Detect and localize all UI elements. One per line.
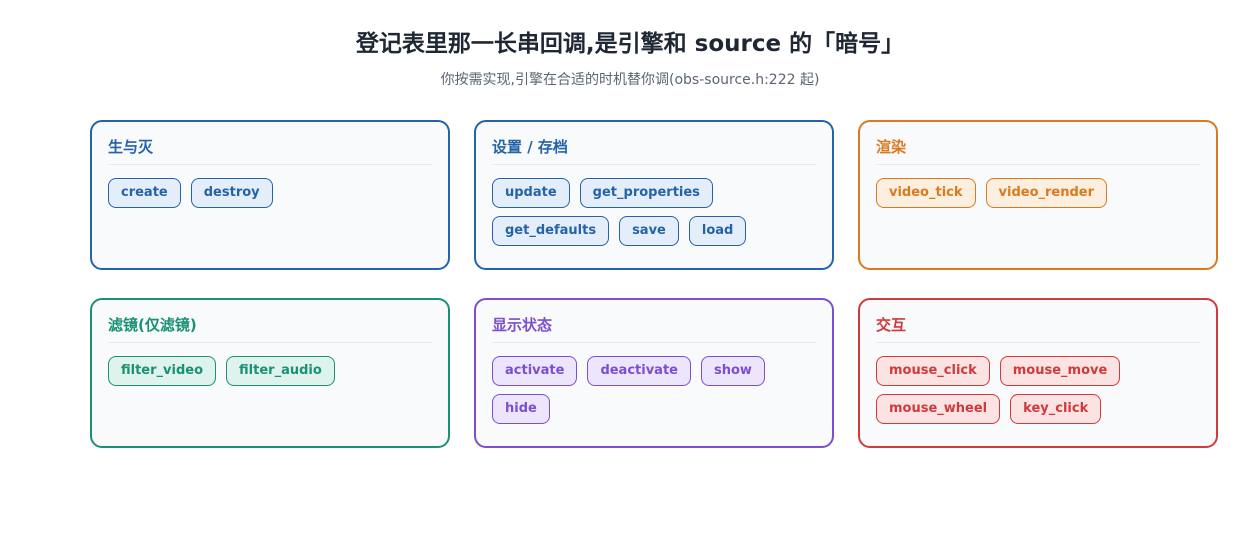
group-title: 渲染: [876, 136, 1200, 165]
callback-chip-mouse-click: mouse_click: [876, 356, 990, 386]
group-card-interaction: 交互 mouse_click mouse_move mouse_wheel key_c…: [858, 298, 1218, 448]
callback-chip-video-tick: video_tick: [876, 178, 976, 208]
callback-chip-load: load: [688, 216, 747, 246]
group-title: 生与灭: [108, 136, 432, 165]
group-title: 设置 / 存档: [492, 136, 816, 165]
page-title: 登记表里那一长串回调,是引擎和 source 的「暗号」: [355, 31, 905, 57]
callback-chip-destroy: destroy: [190, 178, 273, 208]
callback-chip-show: show: [701, 356, 765, 386]
callback-chip-key-click: key_click: [1010, 394, 1102, 424]
group-card-render: 渲染 video_tick video_render: [858, 120, 1218, 270]
callback-chip-filter-audio: filter_audio: [226, 356, 335, 386]
callback-list: update get_properties get_defaults save load: [492, 178, 816, 246]
callback-chip-get-properties: get_properties: [579, 178, 713, 208]
callback-chip-hide: hide: [492, 394, 550, 424]
callback-list: video_tick video_render: [876, 178, 1200, 208]
callback-chip-mouse-wheel: mouse_wheel: [876, 394, 1001, 424]
page-subtitle: 你按需实现,引擎在合适的时机替你调(obs-source.h:222 起): [440, 72, 820, 88]
callback-list: activate deactivate show hide: [492, 356, 816, 424]
callback-chip-mouse-move: mouse_move: [999, 356, 1121, 386]
callback-chip-video-render: video_render: [985, 178, 1108, 208]
callback-list: create destroy: [108, 178, 432, 208]
callback-chip-save: save: [619, 216, 679, 246]
callback-chip-get-defaults: get_defaults: [492, 216, 610, 246]
callback-list: mouse_click mouse_move mouse_wheel key_clic…: [876, 356, 1200, 424]
callback-list: filter_video filter_audio: [108, 356, 432, 386]
group-title: 滤镜(仅滤镜): [108, 314, 432, 343]
callback-chip-deactivate: deactivate: [587, 356, 691, 386]
group-title: 显示状态: [492, 314, 816, 343]
group-card-lifecycle: 生与灭 create destroy: [90, 120, 450, 270]
callback-chip-filter-video: filter_video: [108, 356, 217, 386]
callback-chip-activate: activate: [492, 356, 578, 386]
callback-chip-update: update: [492, 178, 570, 208]
callback-chip-create: create: [108, 178, 181, 208]
group-card-settings: 设置 / 存档 update get_properties get_defaults…: [474, 120, 834, 270]
group-title: 交互: [876, 314, 1200, 343]
group-card-visibility: 显示状态 activate deactivate show hide: [474, 298, 834, 448]
group-card-filter: 滤镜(仅滤镜) filter_video filter_audio: [90, 298, 450, 448]
